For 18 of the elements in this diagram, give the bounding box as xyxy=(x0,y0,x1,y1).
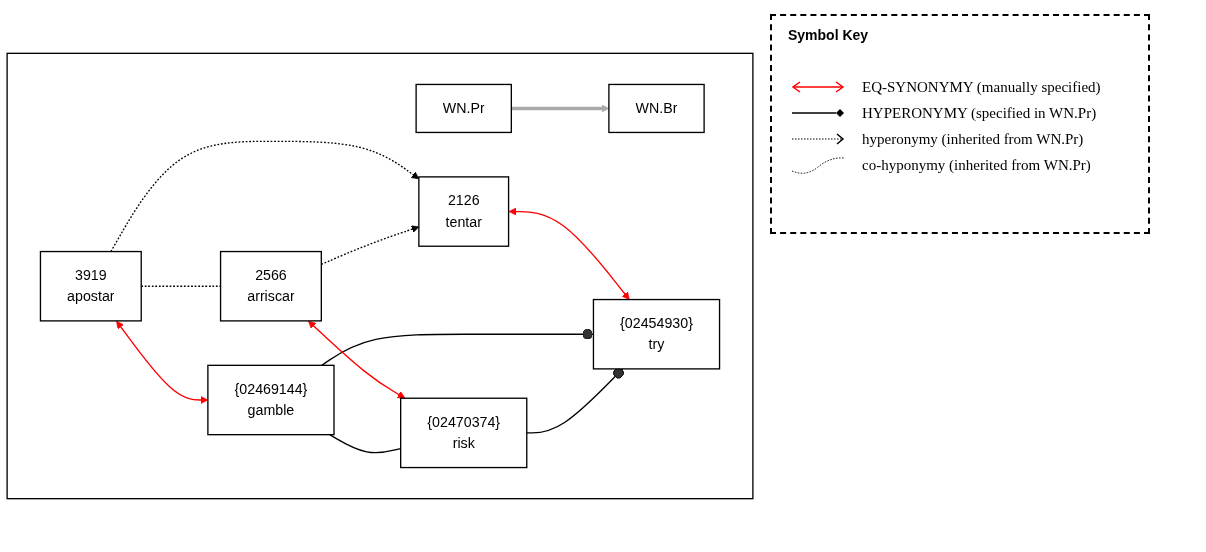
arrow xyxy=(508,207,630,300)
arrow xyxy=(110,140,420,253)
node-box: {02454930} try xyxy=(592,298,721,370)
node-box: 2126 tentar xyxy=(418,176,510,247)
node-box: 2566 arriscar xyxy=(219,250,322,322)
node-box: WN.Pr xyxy=(415,83,512,134)
arrow xyxy=(308,320,406,399)
legend-title: Symbol Key xyxy=(788,27,869,43)
node-box: WN.Br xyxy=(608,83,705,134)
cluster xyxy=(6,52,754,500)
node-box: 3919 apostar xyxy=(39,250,142,322)
legend-text: hyperonymy (inherited from WN.Pr) xyxy=(862,130,1084,148)
legend-text: HYPERONYMY (specified in WN.Pr) xyxy=(862,104,1097,122)
node-box: {02470374} risk xyxy=(400,397,528,469)
legend-text: co-hyponymy (inherited from WN.Pr) xyxy=(862,156,1091,174)
node-box: {02469144} gamble xyxy=(207,364,335,436)
legend-text: EQ-SYNONYMY (manually specified) xyxy=(862,78,1101,96)
connector xyxy=(526,367,624,434)
